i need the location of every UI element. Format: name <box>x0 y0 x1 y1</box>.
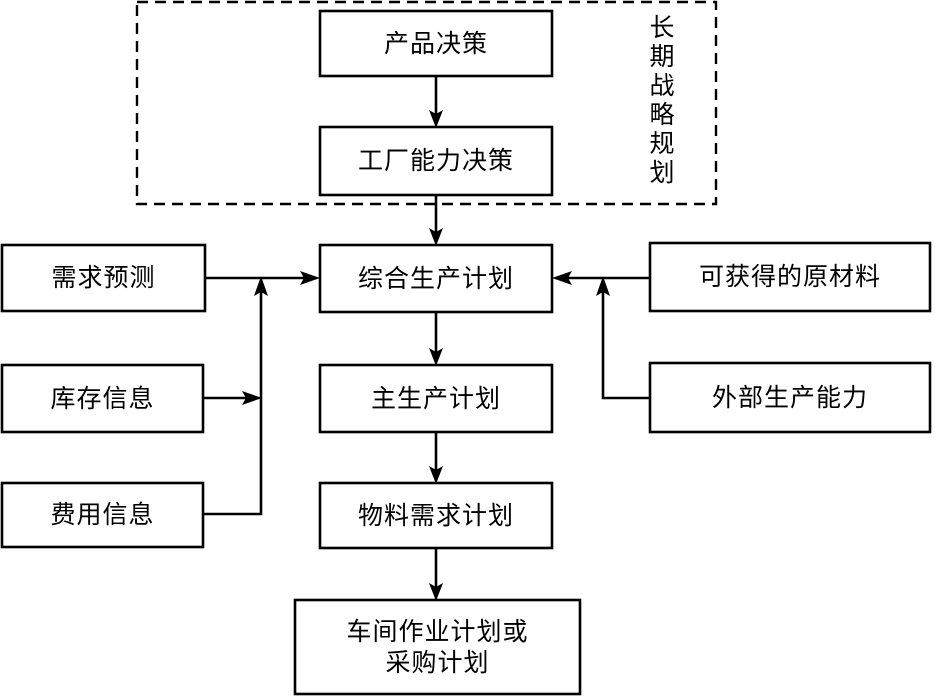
edge-cost-to-junction <box>203 290 263 516</box>
arrowhead-inventory-to-junction <box>242 391 262 405</box>
arrowhead-demand-to-aggregate <box>300 271 320 285</box>
arrowhead-master-to-mrp <box>429 466 443 484</box>
arrowhead-cost-to-junction <box>254 276 268 296</box>
arrowhead-capacity-to-aggregate <box>429 228 443 246</box>
arrowhead-aggregate-to-master <box>429 348 443 366</box>
node-cost-info[interactable] <box>0 481 205 549</box>
arrowhead-product-to-capacity <box>429 110 443 128</box>
node-demand-forecast[interactable] <box>0 243 207 313</box>
node-product-decision[interactable] <box>318 9 554 78</box>
node-external-capacity[interactable] <box>648 361 932 434</box>
node-aggregate-plan[interactable] <box>318 243 554 314</box>
node-mrp[interactable] <box>318 481 554 550</box>
node-plant-capacity[interactable] <box>318 125 554 197</box>
dashed-strategic-region <box>135 0 718 206</box>
node-shop-floor-plan[interactable] <box>293 598 582 696</box>
arrowhead-mrp-to-shopfloor <box>429 583 443 601</box>
edge-external-to-junction <box>601 290 650 400</box>
arrowhead-materials-to-aggregate <box>552 271 572 285</box>
arrowhead-external-to-junction <box>596 276 610 296</box>
node-inventory-info[interactable] <box>0 363 205 434</box>
label-long-term-strategic-planning: 长期战略规划 <box>646 14 675 188</box>
node-available-materials[interactable] <box>648 241 932 313</box>
node-master-schedule[interactable] <box>318 363 554 434</box>
